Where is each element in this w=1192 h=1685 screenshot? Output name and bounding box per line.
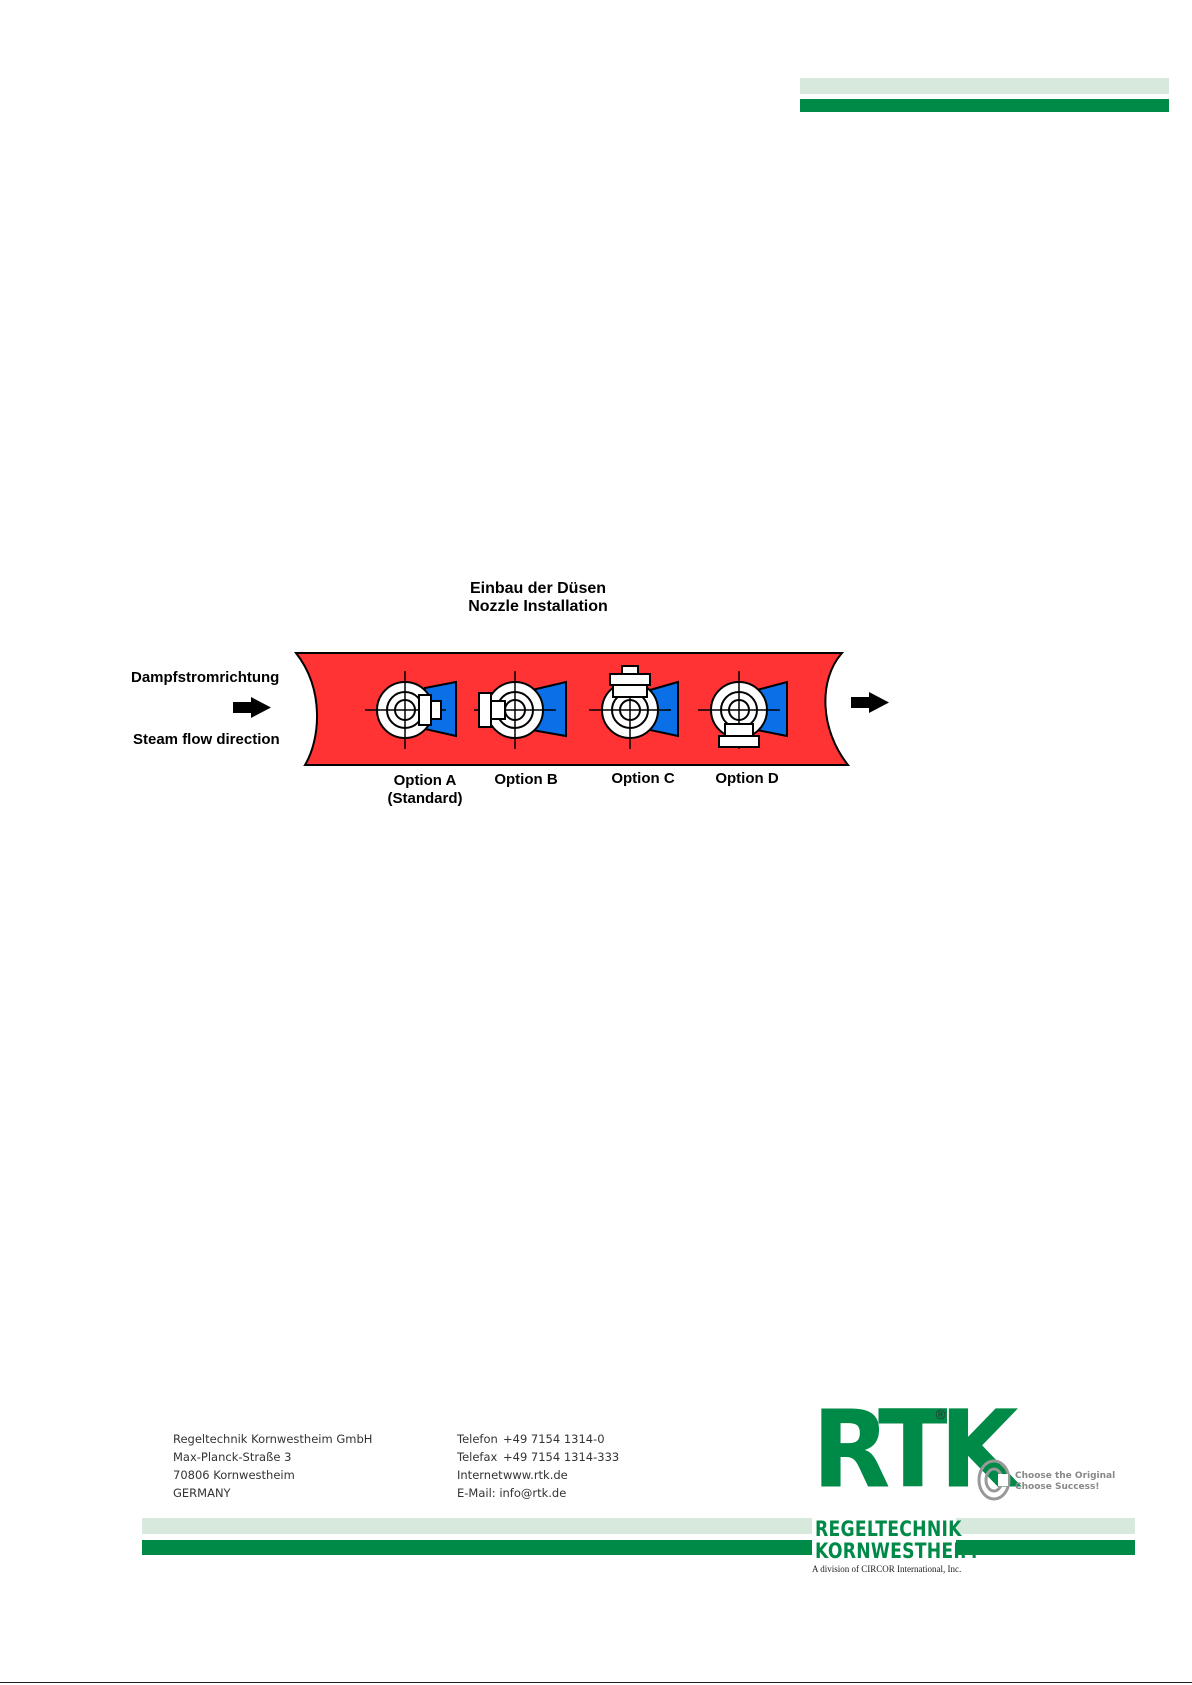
nozzle-installation-diagram: [233, 652, 889, 766]
company-name-line2: KORNWESTHEIM: [815, 1539, 978, 1563]
option-d-title: Option D: [715, 770, 779, 787]
slogan-line2: Choose Success!: [1015, 1482, 1100, 1492]
option-b-nozzle: [474, 671, 567, 749]
company-name-line1: REGELTECHNIK: [815, 1517, 962, 1541]
option-a-label: Option A (Standard): [370, 772, 480, 808]
diagram-title: Einbau der Düsen Nozzle Installation: [400, 580, 676, 616]
option-a-title: Option A: [393, 772, 457, 789]
steam-pipe: [293, 652, 851, 766]
slogan: Choose the Original Choose Success!: [1015, 1471, 1115, 1493]
option-d-label: Option D: [692, 770, 802, 788]
inlet-arrow-icon: [233, 697, 271, 718]
footer-stripe-dark-right: [956, 1540, 1135, 1555]
option-c-title: Option C: [611, 770, 675, 787]
option-d-nozzle: [698, 671, 788, 749]
flow-label-de: Dampfstromrichtung: [131, 669, 280, 686]
option-a-nozzle: [365, 671, 457, 749]
footer-stripe-light-left: [142, 1518, 812, 1534]
address-line: Max-Planck-Straße 3: [173, 1450, 292, 1464]
footer-stripe-light-right: [956, 1518, 1135, 1534]
footer-contact: Telefon+49 7154 1314-0 Telefax+49 7154 1…: [457, 1430, 619, 1502]
choose-original-seal-icon: [977, 1459, 1011, 1501]
flow-label-en: Steam flow direction: [133, 731, 280, 748]
diagram-title-de: Einbau der Düsen: [469, 580, 607, 597]
footer-stripe-dark-left: [142, 1540, 812, 1555]
outlet-arrow-icon: [851, 692, 889, 713]
contact-internet: Internetwww.rtk.de: [457, 1468, 568, 1482]
contact-email: E-Mail: info@rtk.de: [457, 1486, 567, 1500]
option-b-label: Option B: [471, 771, 581, 789]
option-b-title: Option B: [494, 771, 558, 788]
contact-fax: Telefax+49 7154 1314-333: [457, 1450, 620, 1464]
registered-mark: ®: [934, 1408, 947, 1423]
division-note: A division of CIRCOR International, Inc.: [812, 1564, 962, 1574]
slogan-line1: Choose the Original: [1015, 1471, 1116, 1481]
option-a-sublabel: (Standard): [387, 790, 463, 807]
header-stripe-light: [800, 78, 1169, 94]
header-stripe-dark: [800, 99, 1169, 112]
diagram-title-en: Nozzle Installation: [468, 598, 608, 615]
footer-address: Regeltechnik Kornwestheim GmbH Max-Planc…: [173, 1430, 372, 1502]
address-line: 70806 Kornwestheim: [173, 1468, 295, 1482]
contact-phone: Telefon+49 7154 1314-0: [457, 1432, 605, 1446]
option-c-nozzle: [589, 665, 679, 749]
rtk-logo: RTK: [812, 1388, 1019, 1513]
option-c-label: Option C: [588, 770, 698, 788]
address-line: Regeltechnik Kornwestheim GmbH: [173, 1432, 373, 1446]
address-line: GERMANY: [173, 1486, 231, 1500]
bottom-rule: [0, 1682, 1192, 1683]
